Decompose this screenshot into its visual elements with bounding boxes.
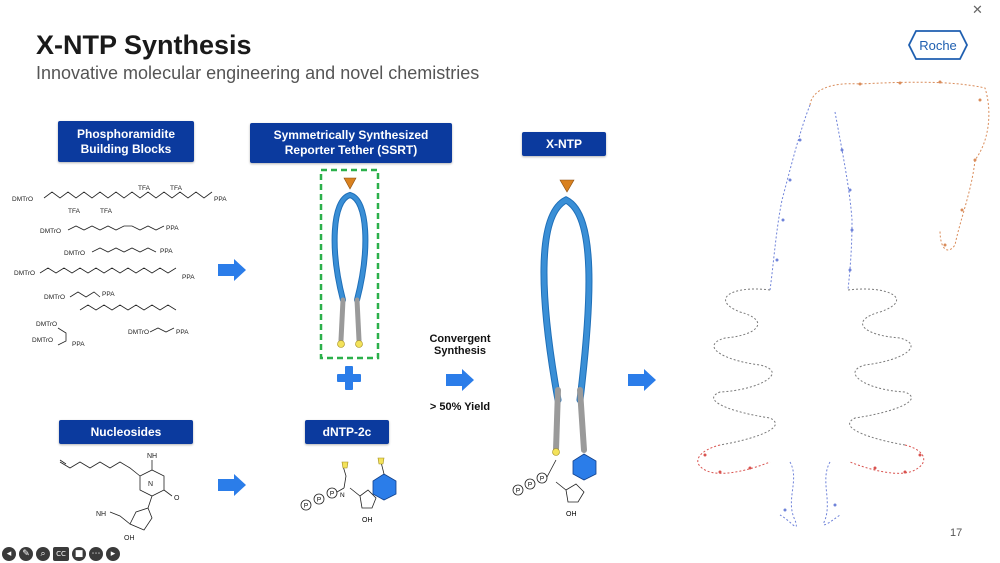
label-xntp: X-NTP <box>522 132 606 156</box>
rna-structure <box>697 81 990 527</box>
svg-text:P: P <box>540 476 544 483</box>
svg-text:TFA: TFA <box>138 185 151 192</box>
camera-icon[interactable]: ■ <box>72 547 86 561</box>
convergent-synthesis-text: Convergent Synthesis <box>429 333 491 357</box>
svg-text:PPA: PPA <box>160 248 173 255</box>
chem-labels: DMTrO PPA TFA TFA TFA TFA DMTrO PPA DMTr… <box>12 185 227 348</box>
svg-text:DMTrO: DMTrO <box>36 321 57 328</box>
label-phosphoramidite: Phosphoramidite Building Blocks <box>58 121 194 162</box>
svg-text:OH: OH <box>566 511 577 518</box>
arrow-2 <box>218 474 246 496</box>
svg-text:TFA: TFA <box>68 208 81 215</box>
dntp-structure: P P P N OH <box>300 457 397 524</box>
nucleoside-labels: NH O NH OH N <box>96 453 180 542</box>
presentation-toolbar: ◂ ✎ ⌕ CC ■ ⋯ ▸ <box>2 546 120 562</box>
svg-text:N: N <box>148 481 153 488</box>
svg-text:P: P <box>304 503 308 510</box>
search-icon[interactable]: ⌕ <box>36 547 50 561</box>
svg-text:DMTrO: DMTrO <box>14 270 35 277</box>
svg-text:OH: OH <box>124 535 135 542</box>
arrow-4 <box>628 369 656 391</box>
plus-icon <box>337 366 361 390</box>
label-nucleosides: Nucleosides <box>59 420 193 444</box>
ssrt-tether <box>331 191 369 343</box>
back-icon[interactable]: ◂ <box>2 547 16 561</box>
svg-text:P: P <box>330 491 334 498</box>
svg-text:NH: NH <box>147 453 157 460</box>
ssrt-end-left <box>337 340 345 348</box>
roche-logo: Roche <box>908 30 968 60</box>
rna-dots <box>775 138 854 512</box>
xntp-end-left <box>552 448 560 456</box>
xntp-base <box>572 453 597 481</box>
svg-text:TFA: TFA <box>100 208 113 215</box>
svg-text:PPA: PPA <box>166 225 179 232</box>
svg-text:DMTrO: DMTrO <box>44 294 65 301</box>
rna-dots-orange <box>858 80 982 247</box>
svg-text:P: P <box>528 482 532 489</box>
label-ssrt: Symmetrically Synthesized Reporter Tethe… <box>250 123 452 163</box>
label-dntp: dNTP-2c <box>305 420 389 444</box>
yield-text: > 50% Yield <box>429 401 491 413</box>
svg-text:PPA: PPA <box>176 329 189 336</box>
svg-text:PPA: PPA <box>214 196 227 203</box>
phosphoramidite-structures <box>39 191 213 346</box>
svg-text:DMTrO: DMTrO <box>64 250 85 257</box>
captions-icon[interactable]: CC <box>53 547 69 561</box>
svg-text:DMTrO: DMTrO <box>32 337 53 344</box>
svg-text:PPA: PPA <box>72 341 85 348</box>
arrow-3 <box>446 369 474 391</box>
logo-text: Roche <box>919 38 957 53</box>
xntp-cap <box>559 179 575 193</box>
svg-text:TFA: TFA <box>170 185 183 192</box>
rna-dots-red <box>703 453 922 474</box>
arrows <box>218 259 656 496</box>
forward-icon[interactable]: ▸ <box>106 547 120 561</box>
ssrt-end-right <box>355 340 363 348</box>
svg-text:PPA: PPA <box>182 274 195 281</box>
svg-text:OH: OH <box>362 517 373 524</box>
more-icon[interactable]: ⋯ <box>89 547 103 561</box>
ssrt-cap <box>343 177 357 190</box>
nucleoside-structure <box>59 459 173 531</box>
svg-text:O: O <box>174 495 180 502</box>
svg-text:DMTrO: DMTrO <box>128 329 149 336</box>
svg-text:NH: NH <box>96 511 106 518</box>
slide-title: X-NTP Synthesis <box>36 30 252 60</box>
close-icon[interactable]: ✕ <box>972 3 983 18</box>
xntp-tether <box>540 196 593 453</box>
svg-text:N: N <box>340 492 345 499</box>
slide-subtitle: Innovative molecular engineering and nov… <box>36 63 480 83</box>
arrow-1 <box>218 259 246 281</box>
xntp-lower-structure: P P P OH <box>512 459 585 518</box>
svg-text:PPA: PPA <box>102 291 115 298</box>
svg-text:DMTrO: DMTrO <box>12 196 33 203</box>
page-number: 17 <box>950 527 963 539</box>
svg-text:P: P <box>317 497 321 504</box>
svg-text:DMTrO: DMTrO <box>40 228 61 235</box>
pen-icon[interactable]: ✎ <box>19 547 33 561</box>
svg-text:P: P <box>516 488 520 495</box>
ssrt-dashed-box <box>319 168 380 360</box>
